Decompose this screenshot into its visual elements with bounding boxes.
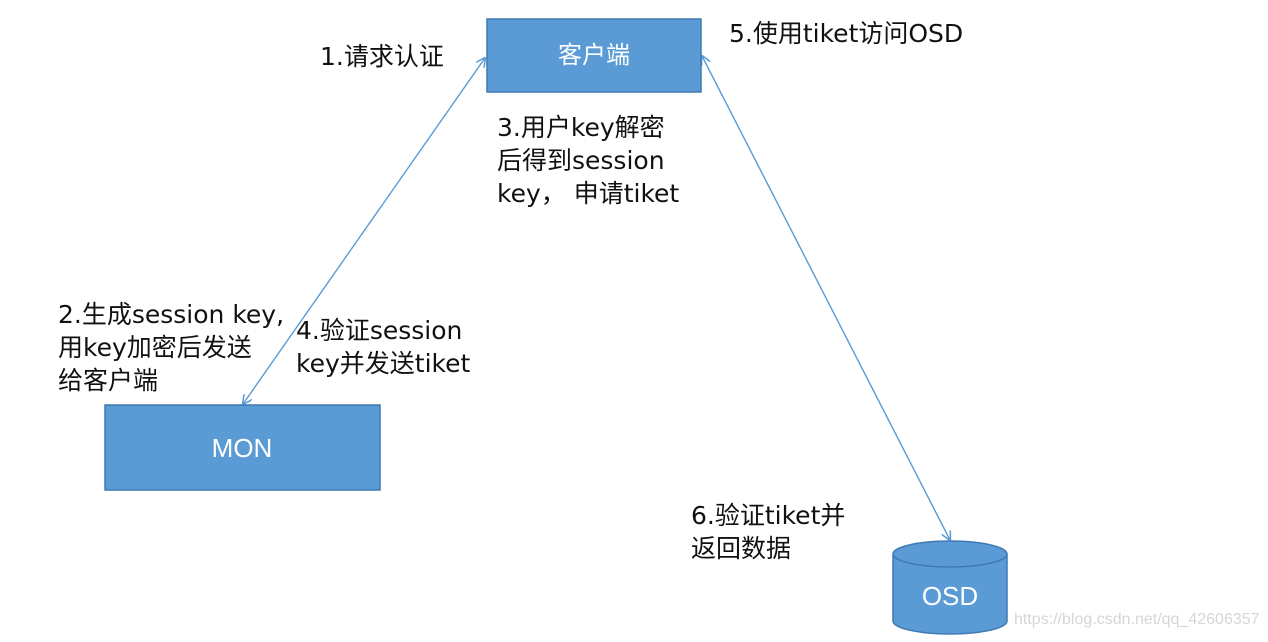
mon-label: MON	[212, 433, 273, 463]
step-2-line: 用key加密后发送	[58, 333, 252, 362]
step-2-text: 2.生成session key, 用key加密后发送 给客户端	[58, 298, 284, 397]
client-osd-arrow	[702, 56, 950, 540]
step-3-text: 3.用户key解密 后得到session key， 申请tiket	[497, 111, 679, 210]
step-6-line: 返回数据	[691, 534, 792, 563]
step-3-line: 后得到session	[497, 146, 665, 175]
step-2-line: 2.生成session key,	[58, 300, 285, 329]
client-label: 客户端	[558, 41, 630, 69]
step-2-line: 给客户端	[58, 366, 159, 395]
step-5-line: 5.使用tiket访问OSD	[729, 19, 964, 48]
osd-label: OSD	[922, 581, 978, 611]
step-4-text: 4.验证session key并发送tiket	[296, 314, 470, 380]
step-4-line: key并发送tiket	[296, 349, 471, 378]
step-4-line: 4.验证session	[296, 316, 463, 345]
watermark-text: https://blog.csdn.net/qq_42606357	[1014, 611, 1260, 628]
step-3-line: key， 申请tiket	[497, 179, 680, 208]
step-1-line: 1.请求认证	[320, 42, 444, 71]
step-5-text: 5.使用tiket访问OSD	[729, 17, 963, 50]
step-6-line: 6.验证tiket并	[691, 501, 846, 530]
step-3-line: 3.用户key解密	[497, 113, 665, 142]
osd-node: OSD	[892, 540, 1008, 635]
step-6-text: 6.验证tiket并 返回数据	[691, 499, 845, 565]
client-node: 客户端	[486, 18, 702, 93]
step-1-text: 1.请求认证	[320, 40, 444, 73]
mon-client-arrow	[243, 58, 485, 404]
mon-node: MON	[104, 404, 381, 491]
